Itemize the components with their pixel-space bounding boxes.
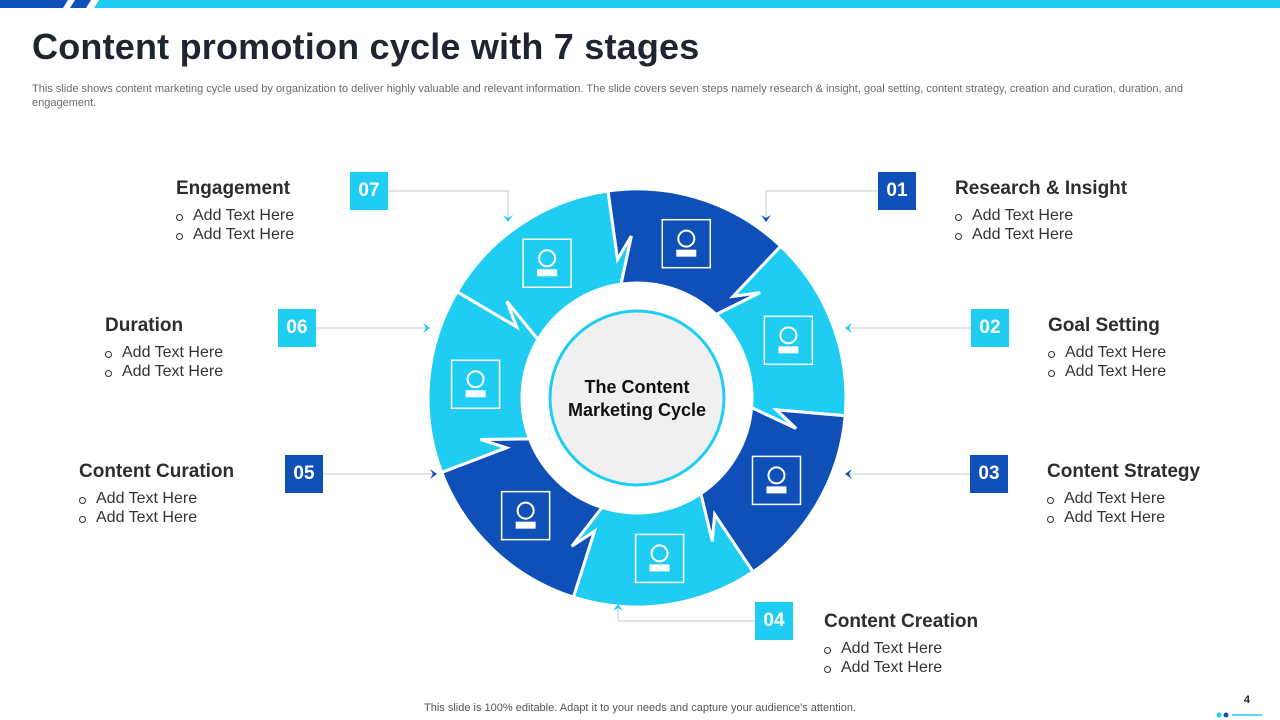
- connector-line-07: [388, 190, 509, 222]
- stage-bullets: Add Text Here Add Text Here: [824, 639, 978, 677]
- bullet-text: Add Text Here: [841, 659, 943, 676]
- stage-content-creation: Content Creation Add Text Here Add Text …: [824, 611, 978, 677]
- bullet-item: Add Text Here: [1047, 489, 1200, 508]
- stage-engagement: Engagement Add Text Here Add Text Here: [176, 178, 294, 244]
- bullet-text: Add Text Here: [1065, 344, 1167, 361]
- goal-person-icon: [763, 315, 814, 366]
- clock-icon: [450, 359, 501, 410]
- bullet-circle-icon: [824, 646, 831, 654]
- bullet-item: Add Text Here: [1048, 362, 1166, 381]
- stage-title: Duration: [105, 315, 184, 336]
- content-creation-icon: [634, 533, 685, 584]
- connector-arrow-icon: [761, 215, 771, 222]
- page-subtitle: This slide shows content marketing cycle…: [32, 83, 1183, 109]
- document-list-icon: [500, 490, 551, 541]
- bullet-text: Add Text Here: [1065, 363, 1167, 380]
- page-title: Content promotion cycle with 7 stages: [32, 26, 700, 67]
- stage-title: Content Strategy: [1047, 461, 1201, 482]
- chess-strategy-icon: [751, 455, 802, 506]
- bullet-text: Add Text Here: [96, 490, 198, 507]
- connector-arrow-icon: [613, 604, 623, 611]
- stage-content-strategy: Content Strategy Add Text Here Add Text …: [1047, 461, 1200, 527]
- stage-title: Content Creation: [824, 611, 979, 632]
- bullet-item: Add Text Here: [1047, 508, 1200, 527]
- stage-bullets: Add Text Here Add Text Here: [105, 343, 223, 381]
- connector-arrow-icon: [845, 469, 852, 479]
- bullet-text: Add Text Here: [193, 226, 295, 243]
- bullet-circle-icon: [955, 232, 962, 240]
- bullet-text: Add Text Here: [193, 207, 295, 224]
- center-ring: [548, 309, 726, 487]
- bullet-item: Add Text Here: [105, 343, 223, 362]
- stage-duration: Duration Add Text Here Add Text Here: [105, 315, 223, 381]
- bullet-item: Add Text Here: [176, 206, 294, 225]
- bullet-item: Add Text Here: [176, 225, 294, 244]
- stage-badge-02: 02: [971, 309, 1009, 347]
- connector-arrow-icon: [845, 323, 852, 333]
- stage-title: Engagement: [176, 178, 291, 199]
- stage-content-curation: Content Curation Add Text Here Add Text …: [79, 461, 234, 527]
- top-accent-bar: [0, 0, 1280, 8]
- bullet-text: Add Text Here: [96, 509, 198, 526]
- bullet-text: Add Text Here: [122, 344, 224, 361]
- bullet-text: Add Text Here: [972, 226, 1074, 243]
- stage-badge-03: 03: [970, 455, 1008, 493]
- connector-line-04: [617, 604, 755, 622]
- users-exchange-icon: [522, 238, 572, 288]
- bullet-text: Add Text Here: [1064, 490, 1166, 507]
- bullet-circle-icon: [105, 350, 112, 358]
- stage-bullets: Add Text Here Add Text Here: [79, 489, 234, 527]
- bullet-circle-icon: [1048, 350, 1055, 358]
- stage-bullets: Add Text Here Add Text Here: [176, 206, 294, 244]
- bullet-item: Add Text Here: [79, 508, 234, 527]
- bullet-item: Add Text Here: [79, 489, 234, 508]
- stage-title: Content Curation: [79, 461, 235, 482]
- stage-bullets: Add Text Here Add Text Here: [1048, 343, 1166, 381]
- stage-bullets: Add Text Here Add Text Here: [955, 206, 1127, 244]
- stage-badge-06: 06: [278, 309, 316, 347]
- bullet-circle-icon: [955, 213, 962, 221]
- center-label-line2: Marketing Cycle: [568, 400, 706, 420]
- bullet-circle-icon: [1048, 369, 1055, 377]
- bullet-circle-icon: [1047, 515, 1054, 523]
- bullet-text: Add Text Here: [972, 207, 1074, 224]
- stage-badge-05: 05: [285, 455, 323, 493]
- bullet-item: Add Text Here: [955, 206, 1127, 225]
- bullet-item: Add Text Here: [955, 225, 1127, 244]
- bullet-circle-icon: [176, 213, 183, 221]
- stage-research-insight: Research & Insight Add Text Here Add Tex…: [955, 178, 1127, 244]
- stage-bullets: Add Text Here Add Text Here: [1047, 489, 1200, 527]
- bullet-text: Add Text Here: [1064, 509, 1166, 526]
- stage-goal-setting: Goal Setting Add Text Here Add Text Here: [1048, 315, 1166, 381]
- bullet-circle-icon: [1047, 496, 1054, 504]
- stage-badge-01: 01: [878, 172, 916, 210]
- research-monitor-icon: [661, 218, 712, 269]
- stage-badge-04: 04: [755, 602, 793, 640]
- bullet-circle-icon: [176, 232, 183, 240]
- bullet-circle-icon: [79, 515, 86, 523]
- bullet-text: Add Text Here: [122, 363, 224, 380]
- connector-line-01: [765, 190, 878, 222]
- bullet-circle-icon: [105, 369, 112, 377]
- bullet-circle-icon: [79, 496, 86, 504]
- bullet-item: Add Text Here: [824, 639, 978, 658]
- bullet-item: Add Text Here: [824, 658, 978, 677]
- connector-arrow-icon: [430, 469, 437, 479]
- bullet-item: Add Text Here: [1048, 343, 1166, 362]
- stage-title: Goal Setting: [1048, 315, 1160, 336]
- page-indicator: [1216, 712, 1262, 718]
- stage-title: Research & Insight: [955, 178, 1128, 199]
- footer-note: This slide is 100% editable. Adapt it to…: [424, 702, 856, 714]
- stage-badge-07: 07: [350, 172, 388, 210]
- bullet-text: Add Text Here: [841, 640, 943, 657]
- page-number: 4: [1243, 694, 1250, 706]
- connector-arrow-icon: [503, 215, 513, 222]
- bullet-circle-icon: [824, 665, 831, 673]
- connector-arrow-icon: [423, 323, 430, 333]
- center-label-line1: The Content: [585, 377, 690, 397]
- bullet-item: Add Text Here: [105, 362, 223, 381]
